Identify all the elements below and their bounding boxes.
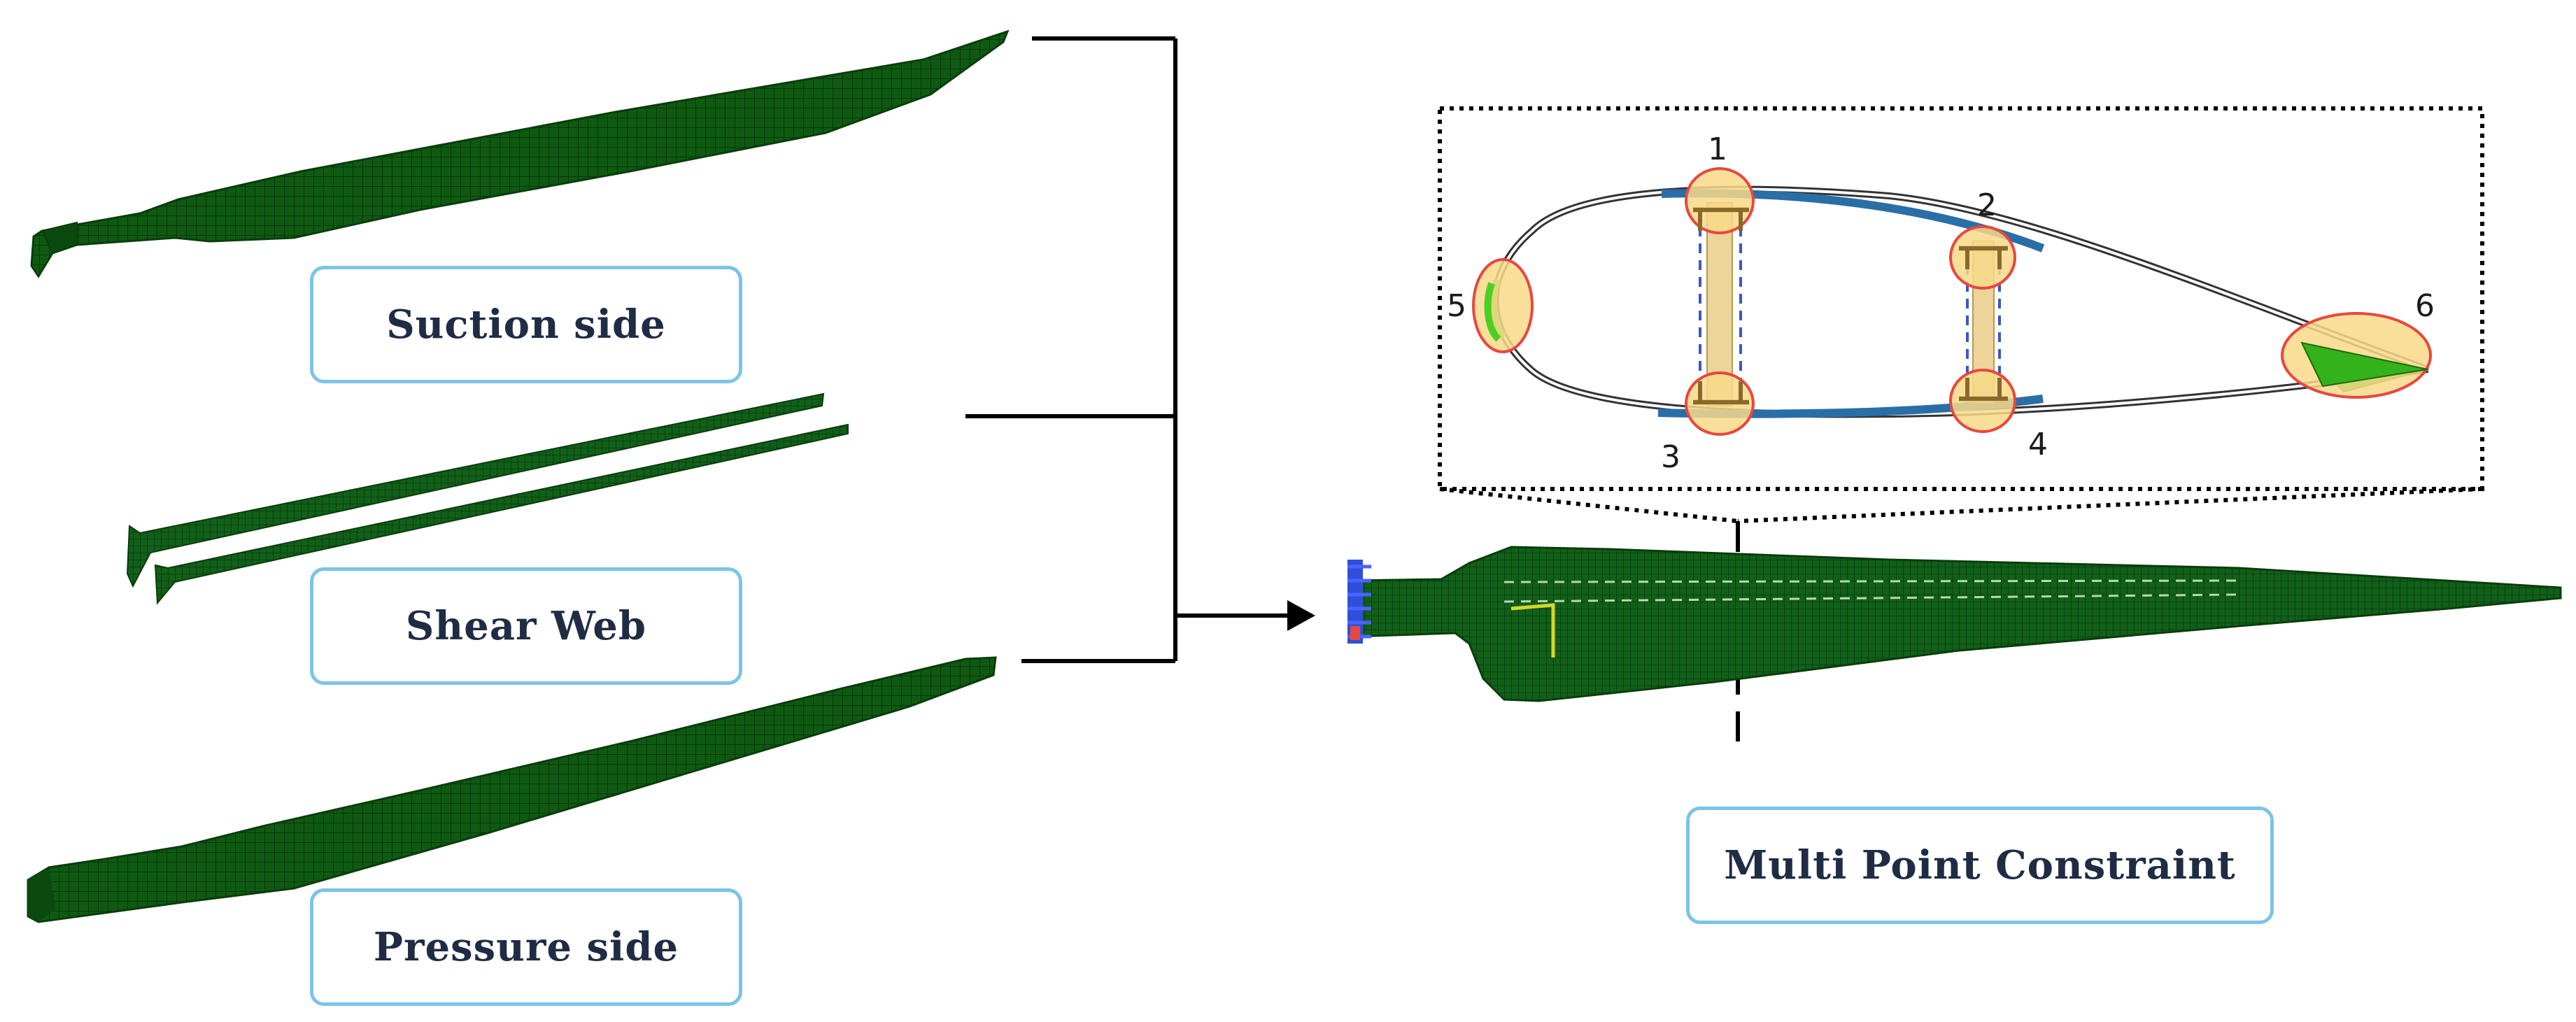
cross-section-frame: [1438, 106, 2484, 523]
suction-side-text: Suction side: [386, 301, 666, 348]
constraint-number-2: 2: [1977, 187, 1997, 223]
shear-web-label: Shear Web: [310, 567, 742, 685]
root-boundary-condition: [1347, 560, 1371, 644]
assembled-blade: [1347, 546, 2562, 702]
shear-web-text: Shear Web: [405, 603, 647, 649]
suction-side-label: Suction side: [310, 266, 742, 383]
constraint-number-1: 1: [1708, 132, 1727, 167]
constraint-number-6: 6: [2415, 288, 2435, 324]
mpc-highlights: [1472, 167, 2432, 436]
suction-side-blade: [30, 29, 1010, 278]
constraint-point-2: [1949, 225, 2016, 290]
constraint-number-4: 4: [2028, 427, 2048, 462]
constraint-point-5: [1472, 258, 1534, 353]
pressure-side-blade: [27, 656, 997, 923]
pressure-side-text: Pressure side: [373, 924, 679, 970]
constraint-point-1: [1685, 167, 1755, 234]
assembly-arrow: [1175, 600, 1315, 631]
multi-point-constraint-label: Multi Point Constraint: [1686, 807, 2274, 924]
constraint-number-5: 5: [1447, 288, 1466, 324]
assembly-bracket: [965, 36, 1177, 663]
pressure-side-label: Pressure side: [310, 888, 742, 1006]
constraint-number-3: 3: [1661, 439, 1680, 475]
multi-point-constraint-text: Multi Point Constraint: [1724, 842, 2236, 888]
constraint-numbers: 1 2 3 4 5 6: [1447, 132, 2435, 475]
shear-web: [126, 392, 849, 605]
